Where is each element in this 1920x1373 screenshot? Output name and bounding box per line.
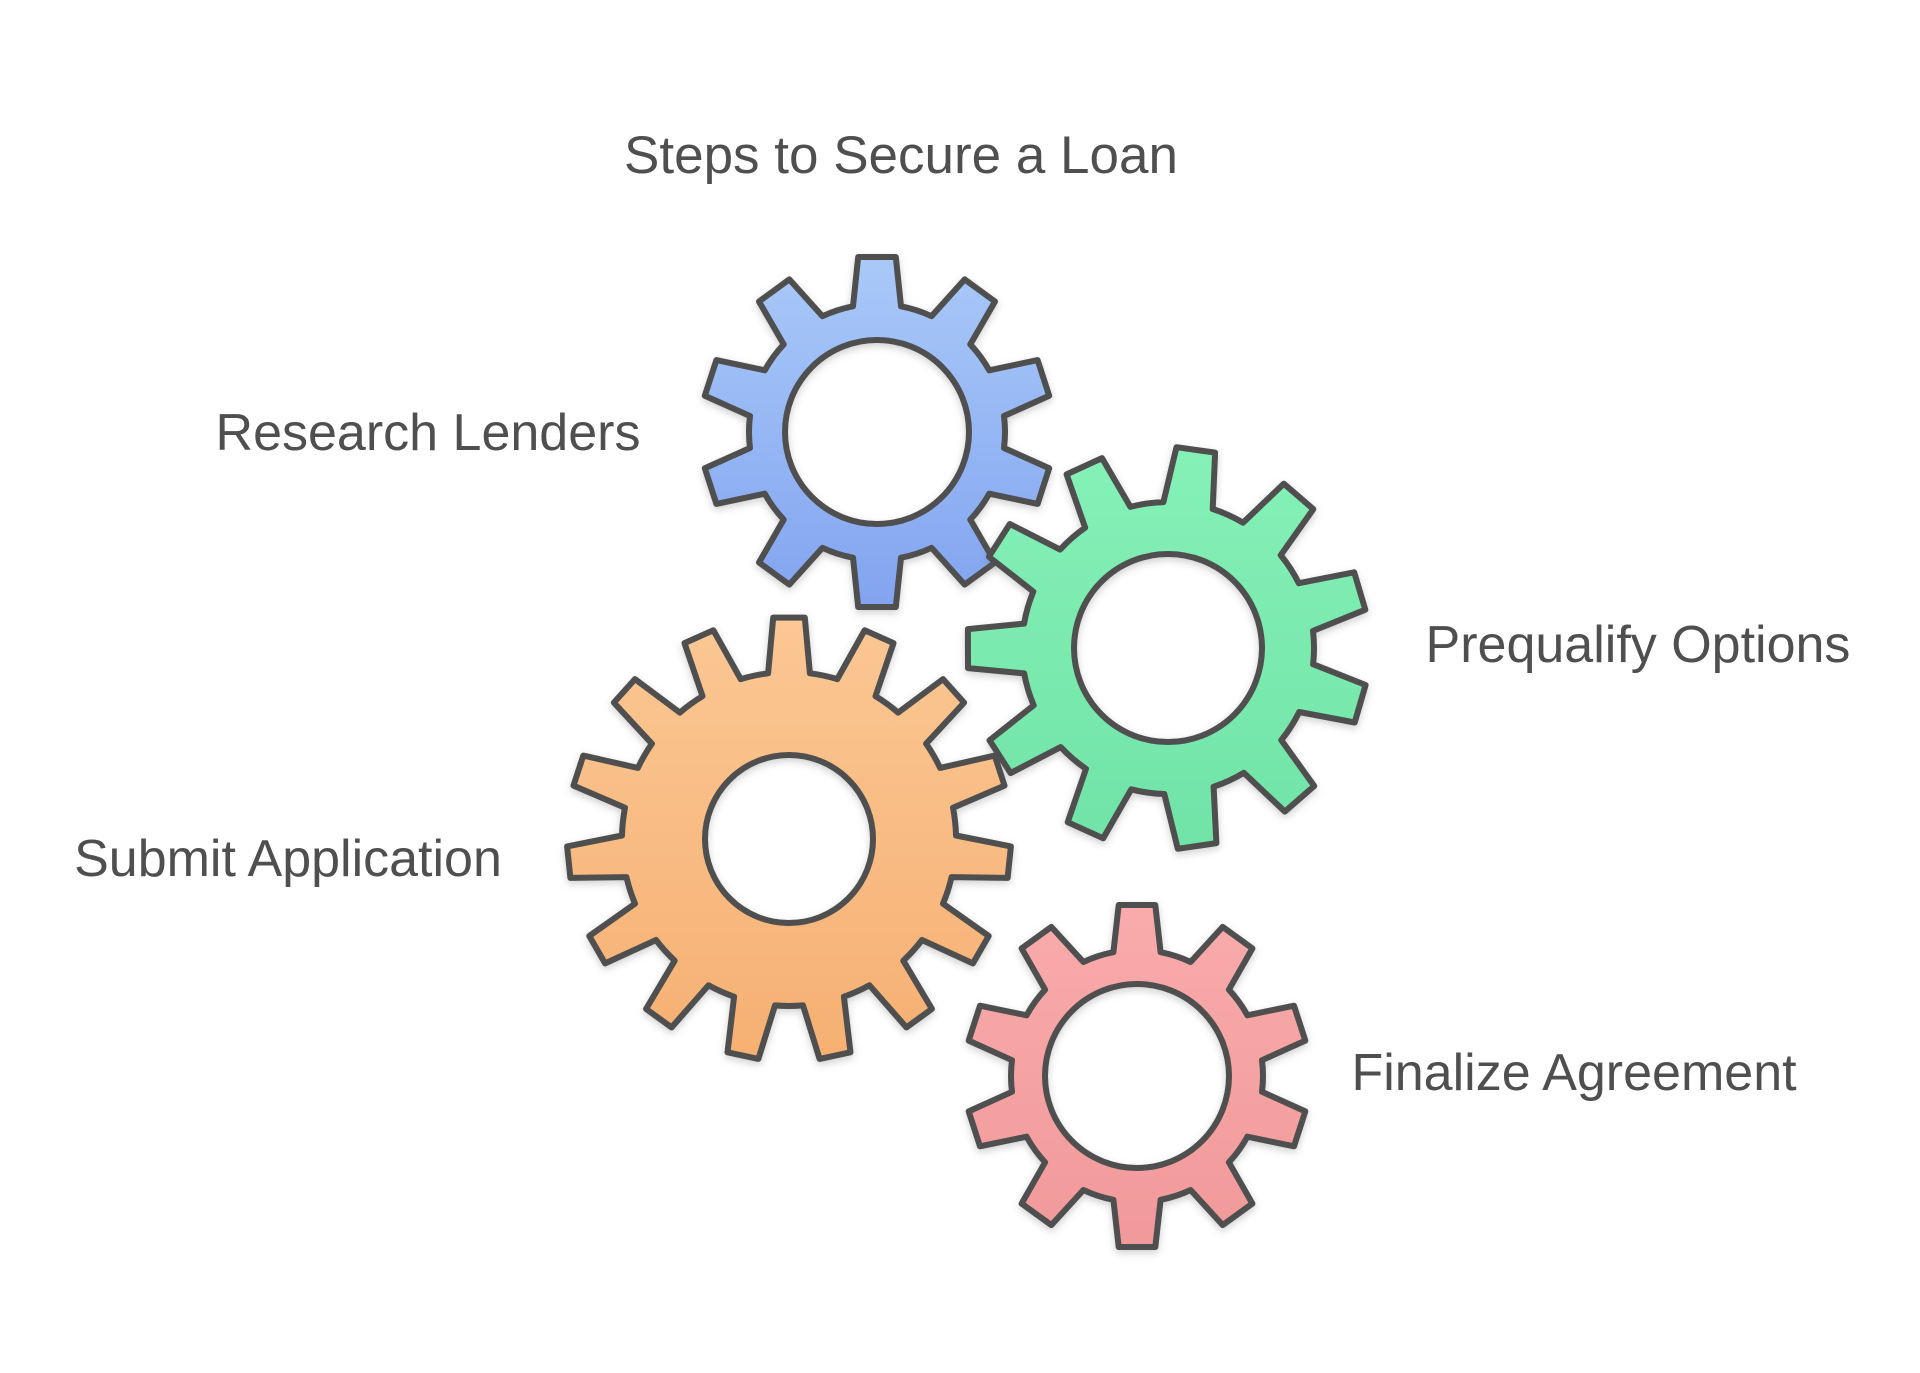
page-title: Steps to Secure a Loan	[624, 126, 1178, 185]
label-research-lenders: Research Lenders	[216, 404, 641, 462]
label-submit-application: Submit Application	[74, 830, 502, 888]
gear-prequalify-options-icon	[964, 444, 1369, 852]
gear-research-lenders-icon	[701, 254, 1053, 610]
label-finalize-agreement: Finalize Agreement	[1351, 1044, 1797, 1102]
gear-submit-application-icon	[564, 614, 1014, 1062]
gear-finalize-agreement-icon	[965, 902, 1309, 1250]
label-prequalify-options: Prequalify Options	[1426, 616, 1851, 674]
